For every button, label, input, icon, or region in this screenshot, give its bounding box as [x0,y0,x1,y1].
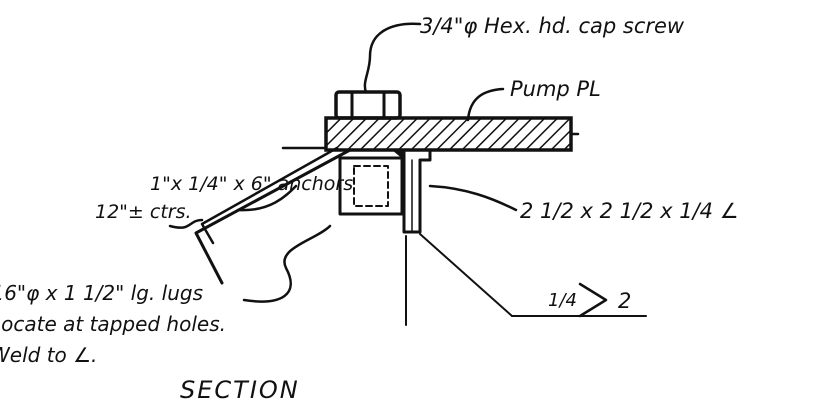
weld-symbol [419,233,647,318]
section-title: SECTION [180,376,300,400]
pump-plate-leader [466,87,505,122]
anchor-bar [194,146,352,285]
steel-angle-section [392,148,432,234]
lugs-label-line2: Locate at tapped holes. [0,312,226,336]
lugs-leader [242,224,332,303]
lugs-label-line3: Weld to ∠. [0,343,97,367]
hex-cap-screw-head [334,90,402,120]
lug-block [338,156,404,216]
anchors-label-line1: 1"x 1/4" x 6" anchors [150,173,353,195]
cap-screw-leader [363,22,422,94]
pump-plate [324,116,580,152]
angle-label: 2 1/2 x 2 1/2 x 1/4 ∠ [520,199,739,223]
anchors-leader [168,184,298,229]
weld-length-label: 2 [618,289,631,313]
lugs-label-line1: 7/16"φ x 1 1/2" lg. lugs [0,281,203,305]
angle-leader [428,184,518,212]
anchors-label-line2: 12"± ctrs. [95,201,192,223]
weld-size-label: 1/4 [548,290,577,311]
pump-plate-label: Pump PL [510,77,601,101]
cap-screw-label: 3/4"φ Hex. hd. cap screw [420,14,685,38]
